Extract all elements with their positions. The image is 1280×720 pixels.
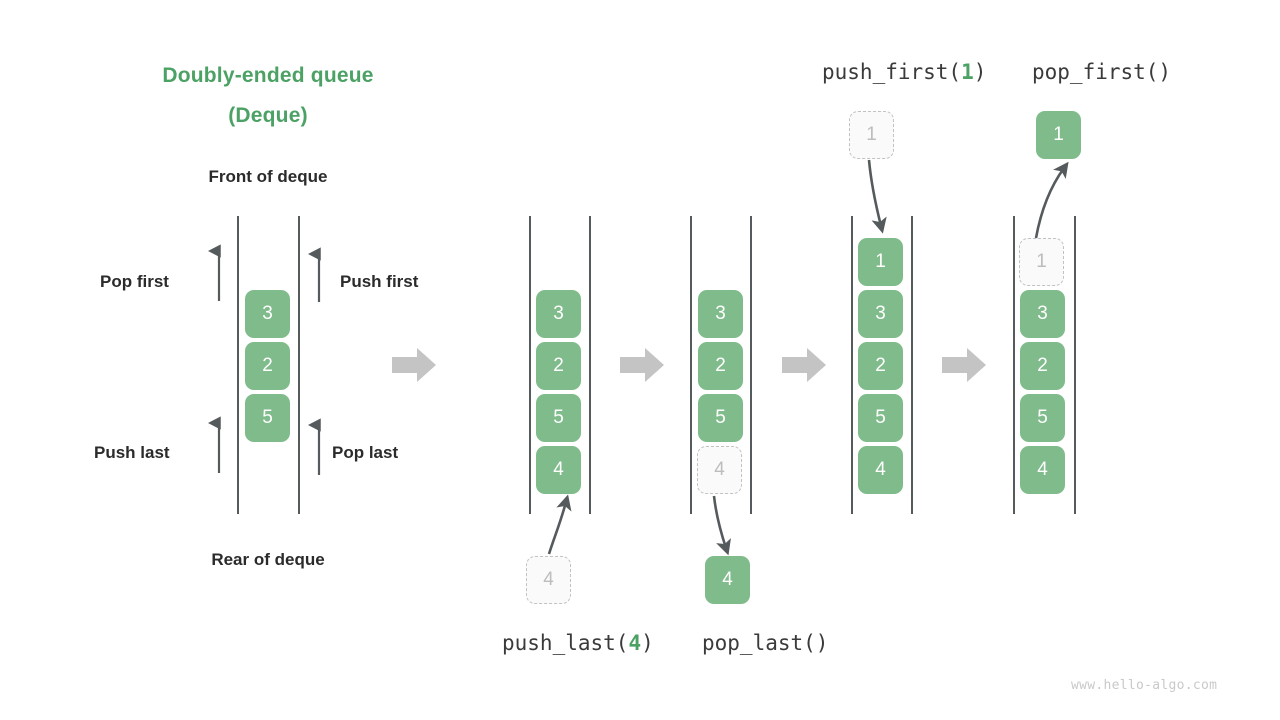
pop-first-motion-arrow-icon	[1034, 161, 1069, 239]
transition-arrow-2-icon	[620, 348, 664, 382]
panel3-outgoing-box: 4	[705, 556, 750, 604]
panel1-rail-right	[298, 216, 300, 514]
legend-push-first-label: Push first	[340, 272, 419, 291]
watermark: www.hello-algo.com	[1071, 678, 1218, 693]
push-first-caption: push_first(1)	[822, 59, 986, 85]
panel1-box-0: 3	[245, 290, 290, 338]
panel3-rail-right	[750, 216, 752, 514]
panel2-box-2: 5	[536, 394, 581, 442]
push-first-caption-arg: 1	[961, 60, 974, 84]
panel3-box-1: 2	[698, 342, 743, 390]
legend-pop-last-label: Pop last	[332, 443, 399, 462]
panel1-box-2: 5	[245, 394, 290, 442]
push-first-caption-suffix: )	[973, 60, 987, 84]
panel3-box-0: 3	[698, 290, 743, 338]
panel4-box-2: 2	[858, 342, 903, 390]
panel2-box-1: 2	[536, 342, 581, 390]
panel4-rail-left	[851, 216, 853, 514]
pop-first-arrow-icon	[208, 244, 221, 301]
push-last-caption-arg: 4	[628, 631, 642, 655]
pop-first-caption: pop_first()	[1032, 60, 1172, 84]
panel5-box-4: 4	[1020, 446, 1065, 494]
push-last-caption-prefix: push_last(	[502, 631, 629, 655]
push-last-caption: push_last(4)	[502, 630, 654, 656]
panel5-rail-right	[1074, 216, 1076, 514]
transition-arrow-3-icon	[782, 348, 826, 382]
panel5-box-2: 2	[1020, 342, 1065, 390]
pop-last-arrow-icon	[308, 418, 321, 475]
rear-of-deque-label: Rear of deque	[211, 550, 325, 569]
push-first-motion-arrow-icon	[867, 159, 887, 234]
panel1-box-1: 2	[245, 342, 290, 390]
legend-pop-first-label: Pop first	[100, 272, 169, 291]
panel2-box-3: 4	[536, 446, 581, 494]
panel2-rail-left	[529, 216, 531, 514]
pop-last-motion-arrow-icon	[712, 495, 731, 556]
push-last-caption-suffix: )	[641, 631, 654, 655]
push-first-caption-prefix: push_first(	[822, 60, 962, 84]
panel5-box-1: 3	[1020, 290, 1065, 338]
transition-arrow-4-icon	[942, 348, 986, 382]
figure-title-line1: Doubly-ended queue	[162, 64, 374, 87]
panel2-incoming-ghost-box: 4	[526, 556, 571, 604]
panel3-box-3-ghost: 4	[697, 446, 742, 494]
panel5-box-0-ghost: 1	[1019, 238, 1064, 286]
panel4-box-4: 4	[858, 446, 903, 494]
panel5-box-3: 5	[1020, 394, 1065, 442]
panel5-rail-left	[1013, 216, 1015, 514]
push-last-arrow-icon	[208, 416, 221, 473]
panel3-box-2: 5	[698, 394, 743, 442]
panel1-rail-left	[237, 216, 239, 514]
transition-arrow-1-icon	[392, 348, 436, 382]
panel4-box-3: 5	[858, 394, 903, 442]
panel4-incoming-ghost-box: 1	[849, 111, 894, 159]
figure-title-line2: (Deque)	[228, 104, 308, 127]
panel5-outgoing-box: 1	[1036, 111, 1081, 159]
panel2-rail-right	[589, 216, 591, 514]
push-first-arrow-icon	[308, 247, 321, 302]
panel4-rail-right	[911, 216, 913, 514]
panel3-rail-left	[690, 216, 692, 514]
front-of-deque-label: Front of deque	[208, 167, 328, 186]
panel2-box-0: 3	[536, 290, 581, 338]
pop-last-caption: pop_last()	[702, 631, 829, 655]
panel4-box-1: 3	[858, 290, 903, 338]
panel4-box-0: 1	[858, 238, 903, 286]
push-last-motion-arrow-icon	[547, 494, 572, 555]
legend-push-last-label: Push last	[94, 443, 170, 462]
